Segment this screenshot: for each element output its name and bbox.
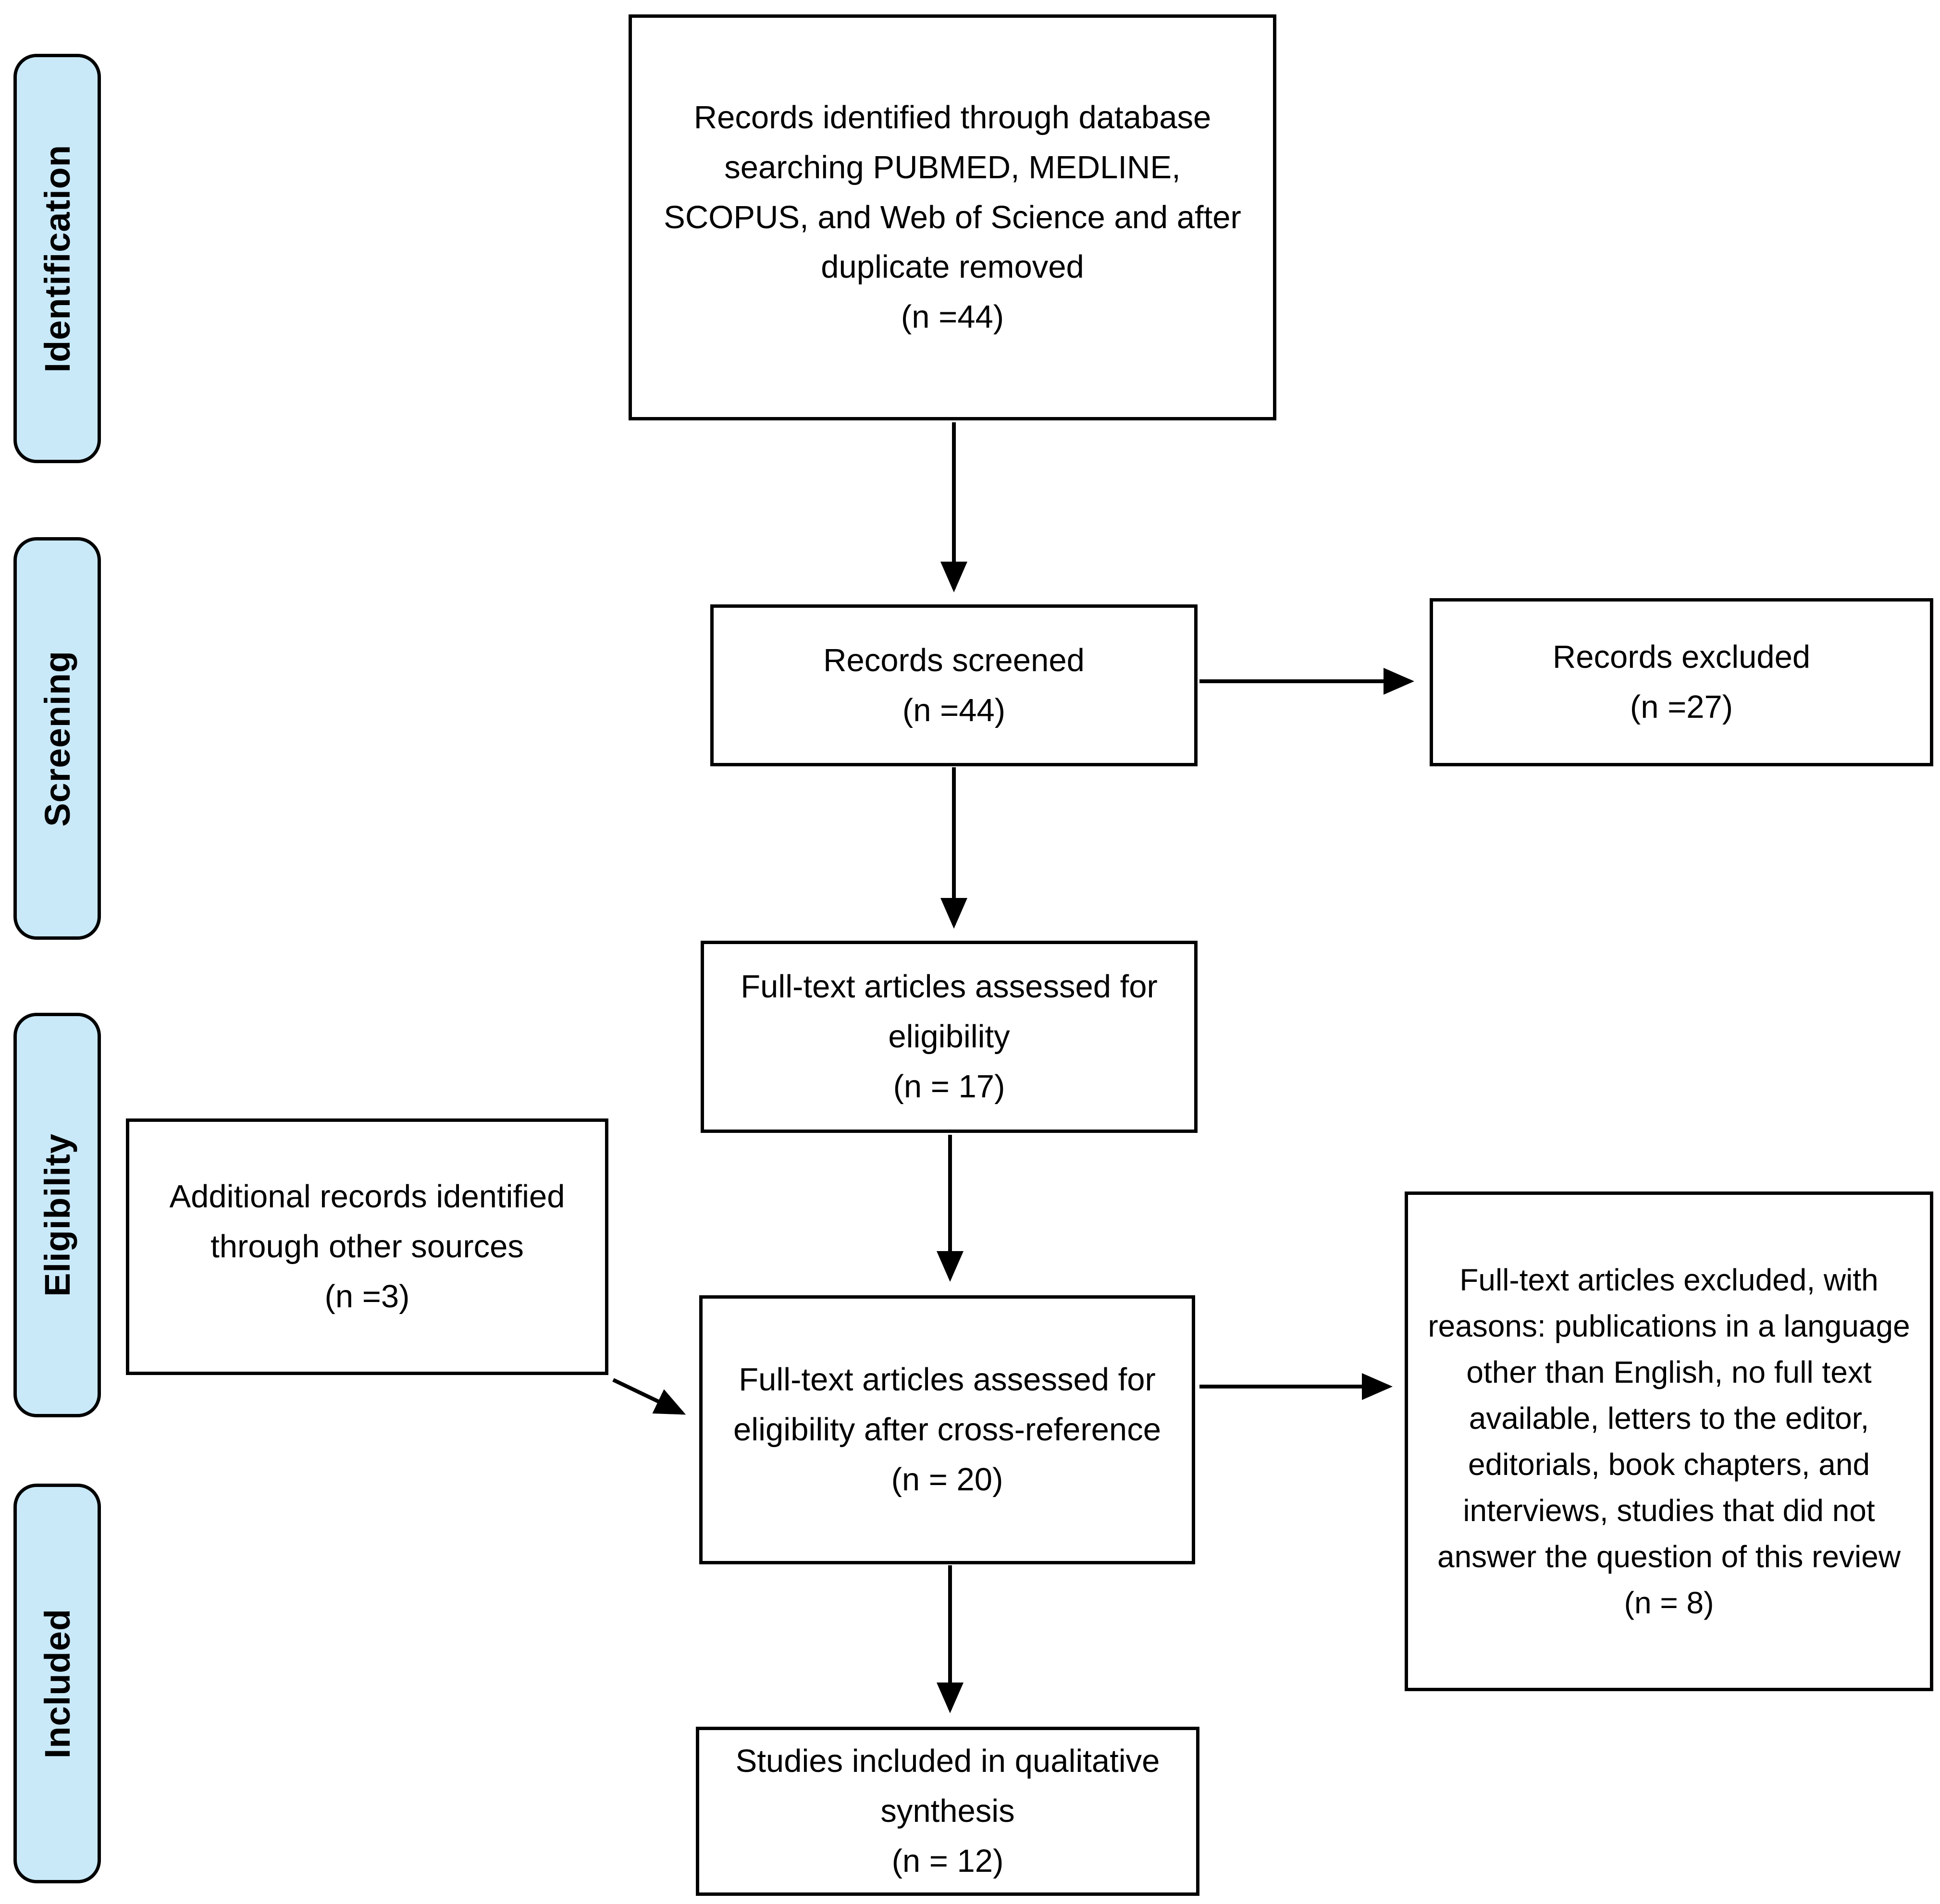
stage-tab-label: Eligibility [37, 1133, 77, 1297]
box-text: Records screened [823, 642, 1085, 678]
stage-tab-label: Included [37, 1608, 77, 1759]
flow-box-fulltext-assessed: Full-text articles assessed for eligibil… [701, 941, 1198, 1133]
box-count: (n =27) [1630, 689, 1733, 725]
flow-box-records-screened: Records screened (n =44) [710, 604, 1198, 766]
stage-tab-screening: Screening [13, 537, 101, 940]
stage-tab-label: Identification [37, 144, 77, 373]
flow-box-fulltext-crossreference: Full-text articles assessed for eligibil… [699, 1295, 1195, 1564]
box-text: Full-text articles assessed for eligibil… [741, 969, 1158, 1055]
box-text: Records identified through database sear… [664, 99, 1241, 285]
box-count: (n =44) [901, 299, 1004, 335]
arrow-additional-to-crossreference [612, 1378, 686, 1415]
box-text: Additional records identified through ot… [169, 1179, 565, 1265]
box-text: Records excluded [1552, 639, 1811, 676]
box-count: (n = 17) [893, 1068, 1005, 1105]
box-count: (n =44) [902, 692, 1006, 728]
box-count: (n = 12) [891, 1843, 1004, 1879]
stage-tab-eligibility: Eligibility [13, 1013, 101, 1417]
flow-box-fulltext-excluded: Full-text articles excluded, with reason… [1405, 1192, 1933, 1691]
box-count: (n = 20) [891, 1461, 1003, 1498]
stage-tab-identification: Identification [13, 54, 101, 463]
flow-box-records-identified: Records identified through database sear… [629, 14, 1276, 420]
stage-tab-label: Screening [37, 650, 77, 827]
box-text: Full-text articles assessed for eligibil… [733, 1362, 1161, 1448]
flow-box-records-excluded: Records excluded (n =27) [1430, 598, 1933, 766]
box-text: Studies included in qualitative synthesi… [735, 1743, 1160, 1830]
flow-box-additional-records: Additional records identified through ot… [126, 1118, 608, 1375]
box-text: Full-text articles excluded, with reason… [1428, 1263, 1910, 1620]
flow-box-studies-included: Studies included in qualitative synthesi… [696, 1727, 1199, 1896]
stage-tab-included: Included [13, 1484, 101, 1883]
box-count: (n =3) [324, 1278, 410, 1314]
